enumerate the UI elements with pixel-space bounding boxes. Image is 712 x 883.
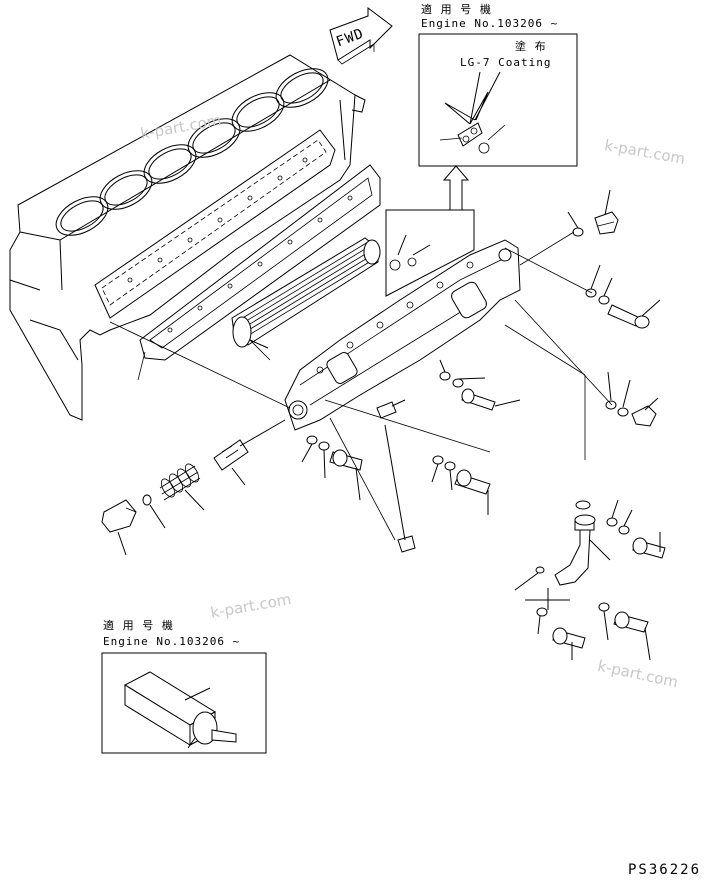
assembly-lines (109, 231, 613, 541)
drain-plug-center (384, 424, 416, 553)
inset-bottom-applicable-label: 適 用 号 機 (103, 619, 174, 632)
bolt-set-right-2 (605, 371, 659, 427)
coating-gasket (439, 71, 506, 154)
relief-valve-assembly (101, 419, 286, 556)
inset-top-coating-jp: 塗 布 (515, 40, 547, 53)
inset-box-bottom (101, 652, 267, 754)
cylinder-bores (55, 68, 329, 236)
inset-box-top (418, 33, 578, 167)
washer-bolt-cover-low (301, 435, 363, 501)
oil-tube (514, 500, 611, 610)
drawing-number: PS36226 (628, 862, 702, 878)
tube-bolts (536, 499, 666, 661)
inset-top-coating-en: LG-7 Coating (460, 56, 552, 69)
washer-bolt-cover-right (431, 455, 491, 515)
inset-top-engine-no: Engine No.103206 ~ (421, 17, 559, 30)
small-gasket-detail (385, 209, 475, 297)
inset-top-applicable-label: 適 用 号 機 (421, 3, 492, 16)
detail-arrow (442, 165, 470, 210)
inset-bottom-engine-no: Engine No.103206 ~ (103, 635, 241, 648)
washer-bolt-cover-mid (376, 359, 521, 419)
fwd-arrow (329, 7, 393, 65)
pipe-section-detail (123, 671, 237, 749)
bolt-set-right-1 (585, 264, 661, 329)
oil-cooler-element (231, 237, 381, 349)
engine-block (9, 54, 366, 421)
spring (159, 463, 205, 511)
plug-top-right (567, 189, 619, 237)
oil-cooler-cover (284, 239, 521, 431)
